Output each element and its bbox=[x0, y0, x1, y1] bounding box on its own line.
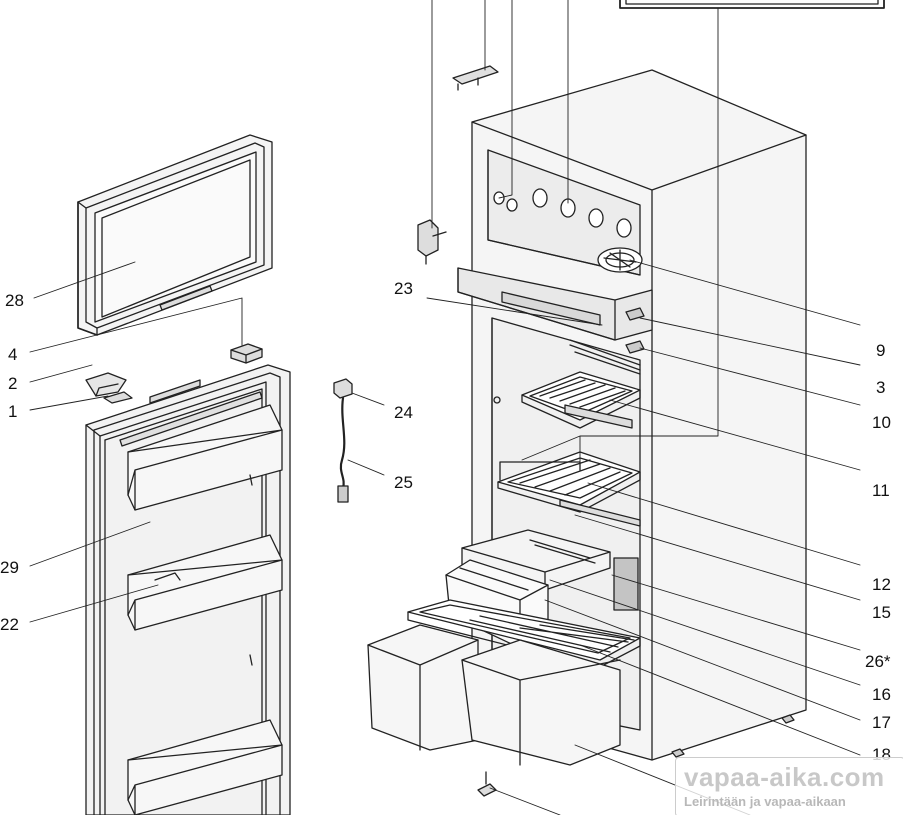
label-16: 16 bbox=[872, 685, 891, 704]
label-24: 24 bbox=[394, 403, 413, 422]
label-26: 26* bbox=[865, 652, 891, 671]
freezer-door bbox=[77, 134, 273, 336]
label-15: 15 bbox=[872, 603, 891, 622]
watermark-main: vapaa-aika.com bbox=[684, 762, 885, 792]
hinge-parts bbox=[85, 343, 263, 404]
label-28: 28 bbox=[5, 291, 24, 310]
label-25: 25 bbox=[394, 473, 413, 492]
bottom-hinge bbox=[477, 771, 497, 797]
label-3: 3 bbox=[876, 378, 885, 397]
label-29: 29 bbox=[0, 558, 19, 577]
label-10: 10 bbox=[872, 413, 891, 432]
label-4: 4 bbox=[8, 345, 17, 364]
thermostat-sensor bbox=[333, 378, 353, 503]
label-9: 9 bbox=[876, 341, 885, 360]
fridge-door bbox=[85, 364, 291, 815]
label-12: 12 bbox=[872, 575, 891, 594]
label-2: 2 bbox=[8, 374, 17, 393]
top-parts bbox=[417, 0, 885, 265]
label-22: 22 bbox=[0, 615, 19, 634]
label-1: 1 bbox=[8, 402, 17, 421]
label-11: 11 bbox=[872, 481, 890, 500]
refrigerator-cabinet bbox=[367, 69, 807, 766]
leader-lines bbox=[29, 0, 861, 815]
site-watermark: vapaa-aika.com Leirintään ja vapaa-aikaa… bbox=[675, 757, 903, 815]
label-23: 23 bbox=[394, 279, 413, 298]
label-17: 17 bbox=[872, 713, 891, 732]
watermark-sub: Leirintään ja vapaa-aikaan bbox=[684, 794, 846, 809]
